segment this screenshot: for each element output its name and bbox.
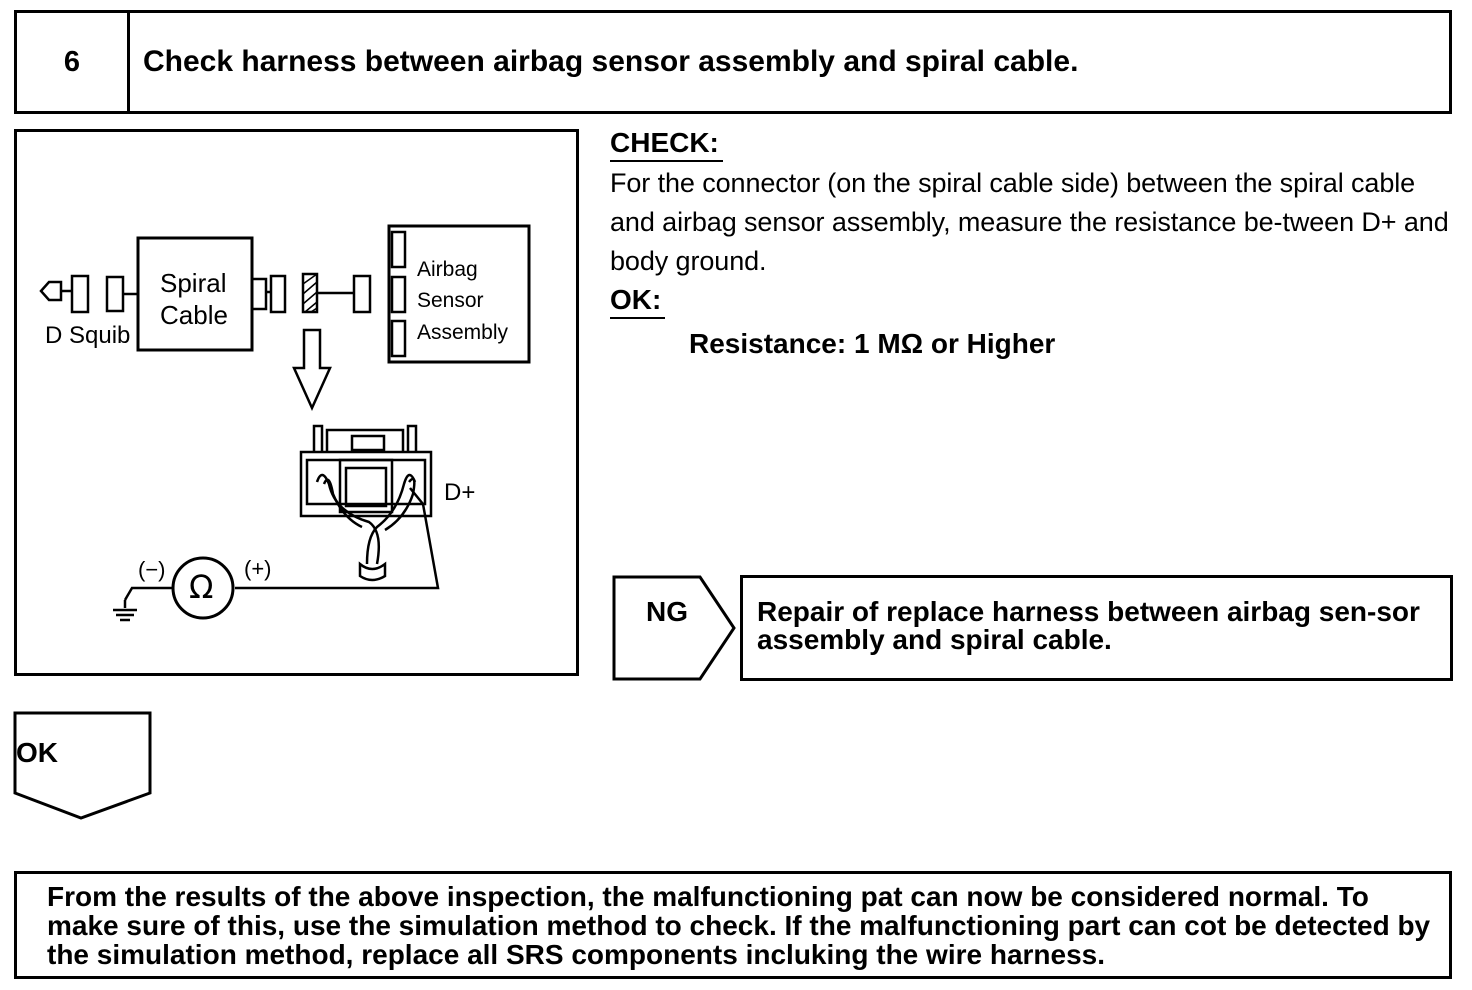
ng-label: NG (646, 596, 688, 627)
resistance-spec: Resistance: 1 MΩ or Higher (689, 328, 1056, 359)
label-plus: (+) (244, 556, 272, 581)
ohm-symbol: Ω (189, 568, 214, 606)
label-sensor: Sensor (417, 289, 484, 312)
label-airbag: Airbag (417, 258, 478, 281)
label-assembly: Assembly (417, 321, 509, 344)
ng-action-box: Repair of replace harness between airbag… (740, 575, 1453, 681)
airbag-sensor-box (387, 224, 531, 364)
wire-left (315, 473, 380, 565)
connector-body (299, 450, 433, 518)
spiral-input-connector (105, 275, 125, 313)
ok-arrow-shape (13, 711, 152, 820)
wire-right (365, 473, 417, 565)
step-header: 6 Check harness between airbag sensor as… (14, 10, 1452, 114)
spiral-output-connector (250, 277, 268, 311)
check-heading: CHECK: (610, 126, 723, 162)
label-d-plus: D+ (444, 479, 476, 506)
step-title: Check harness between airbag sensor asse… (143, 45, 1079, 78)
squib-connector (70, 274, 90, 314)
label-d-squib: D Squib (45, 324, 131, 348)
down-arrow (292, 328, 332, 412)
ng-arrow-shape (612, 575, 736, 681)
diagram-drawing (39, 224, 531, 622)
label-spiral: Spiral (160, 268, 227, 298)
check-instructions: For the connector (on the spiral cable s… (610, 168, 1449, 276)
label-cable: Cable (160, 300, 228, 330)
probe-lead-positive (235, 487, 440, 590)
conclusion-note: From the results of the above inspection… (14, 871, 1452, 979)
check-section: CHECK: For the connector (on the spiral … (610, 126, 1456, 361)
ng-action-text: Repair of replace harness between airbag… (757, 596, 1420, 655)
probe-lead-negative (123, 586, 173, 601)
squib-plug (39, 280, 63, 302)
ok-heading: OK: (610, 283, 666, 319)
wiring-diagram: Spiral Cable D Squib Airbag Sensor Assem… (14, 129, 579, 676)
ok-label: OK (16, 737, 58, 768)
conclusion-text: From the results of the above inspection… (47, 881, 1431, 970)
label-minus: (−) (138, 557, 166, 582)
step-number: 6 (17, 13, 130, 111)
